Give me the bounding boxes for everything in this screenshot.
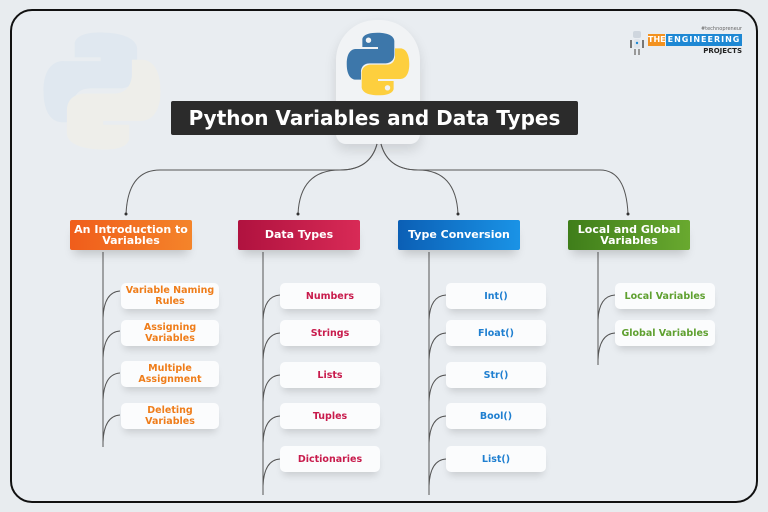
- node-float: Float(): [446, 320, 546, 346]
- node-list: List(): [446, 446, 546, 472]
- node-tuples: Tuples: [280, 403, 380, 429]
- node-local-variables: Local Variables: [615, 283, 715, 309]
- page-title: Python Variables and Data Types: [171, 101, 578, 135]
- node-assigning-variables: Assigning Variables: [121, 320, 219, 346]
- brand-the: THE: [648, 34, 666, 46]
- python-watermark-icon: [43, 32, 161, 150]
- brand-logo: #technopreneur THE ENGINEERING PROJECTS: [628, 26, 748, 60]
- node-int: Int(): [446, 283, 546, 309]
- node-numbers: Numbers: [280, 283, 380, 309]
- node-global-variables: Global Variables: [615, 320, 715, 346]
- branch-header-type-conversion: Type Conversion: [398, 215, 520, 250]
- robot-icon: [630, 31, 644, 55]
- node-strings: Strings: [280, 320, 380, 346]
- node-deleting-variables: Deleting Variables: [121, 403, 219, 429]
- brand-tagline: #technopreneur: [700, 26, 742, 32]
- node-lists: Lists: [280, 362, 380, 388]
- node-str: Str(): [446, 362, 546, 388]
- brand-engineering: ENGINEERING: [666, 34, 742, 46]
- branch-header-data-types: Data Types: [238, 215, 360, 250]
- node-dictionaries: Dictionaries: [280, 446, 380, 472]
- node-multiple-assignment: Multiple Assignment: [121, 361, 219, 387]
- brand-projects: PROJECTS: [703, 47, 742, 55]
- python-logo-icon: [346, 32, 410, 96]
- branch-header-intro: An Introduction to Variables: [70, 215, 192, 250]
- node-variable-naming-rules: Variable Naming Rules: [121, 283, 219, 309]
- node-bool: Bool(): [446, 403, 546, 429]
- branch-header-scope: Local and Global Variables: [568, 215, 690, 250]
